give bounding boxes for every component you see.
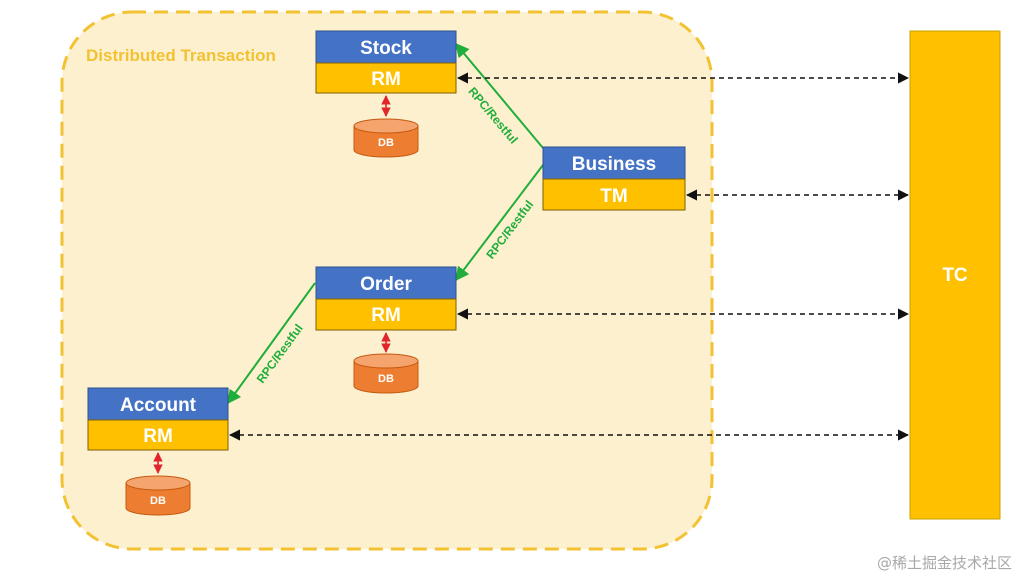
business-name-box (542, 146, 686, 180)
stock-db-cylinder (353, 126, 419, 158)
watermark: @稀土掘金技术社区 (877, 554, 1012, 572)
account-role: RM (143, 426, 173, 447)
stock-role: RM (371, 69, 401, 90)
order-db-cylinder (353, 361, 419, 394)
order-db-label: DB (378, 373, 394, 385)
tc-coordinator: TC (909, 30, 1001, 520)
account-db-cylinder (125, 483, 191, 516)
tc-box (909, 30, 1001, 520)
rpc-link-business-to-order (455, 164, 544, 282)
business-service: Business TM (542, 146, 686, 211)
account-name-box (87, 387, 229, 421)
order-service: Order RM (315, 266, 457, 331)
order-db: DB (353, 353, 419, 394)
stock-db-label: DB (378, 137, 394, 149)
order-db-top (353, 353, 419, 369)
business-role: TM (600, 186, 627, 207)
account-db: DB (125, 475, 191, 516)
order-name: Order (360, 274, 412, 295)
account-db-top (125, 475, 191, 491)
business-role-box (542, 178, 686, 211)
stock-role-box (315, 62, 457, 94)
account-service: Account RM (87, 387, 229, 451)
order-role-box (315, 298, 457, 331)
order-name-box (315, 266, 457, 300)
rpc-link-order-to-account (227, 282, 316, 405)
stock-service: Stock RM (315, 30, 457, 94)
rpc-link-business-to-stock (455, 42, 544, 149)
stock-db-top (353, 118, 419, 134)
order-role: RM (371, 305, 401, 326)
account-db-label: DB (150, 495, 166, 507)
account-role-box (87, 419, 229, 451)
business-name: Business (572, 154, 656, 175)
tc-label: TC (942, 265, 968, 286)
account-name: Account (120, 395, 197, 416)
region-title: Distributed Transaction (86, 46, 276, 65)
stock-db: DB (353, 118, 419, 158)
stock-name: Stock (360, 38, 412, 59)
